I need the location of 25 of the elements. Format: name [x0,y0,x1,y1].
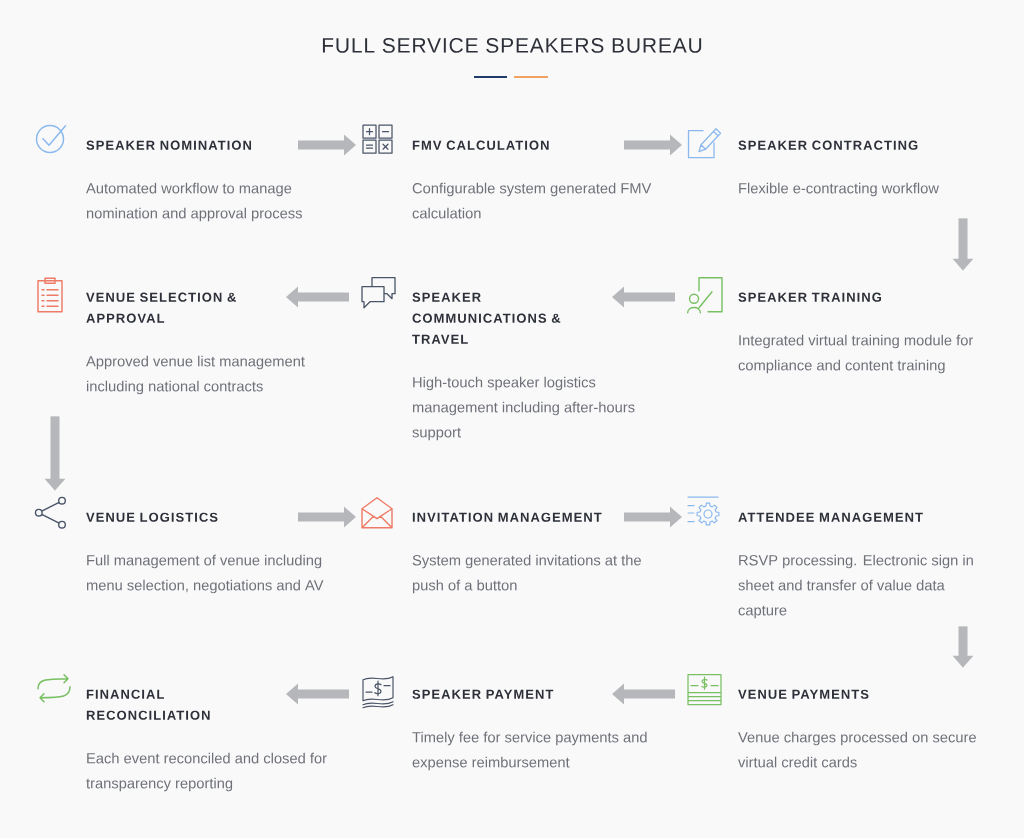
step-title: SPEAKER COMMUNICATIONS & TRAVEL [412,292,561,344]
step-description: System generated invitations at the push of a button [412,554,641,594]
step-title: VENUE PAYMENTS [738,689,869,699]
step-title: VENUE LOGISTICS [86,512,218,522]
step-description: Each event reconciled and closed for transparency reporting [86,752,327,792]
step-title: FMV CALCULATION [412,140,549,150]
step-title: FINANCIAL RECONCILIATION [86,689,210,720]
step-description: Timely fee for service payments and expense reimbursement [412,731,647,771]
step-title: SPEAKER CONTRACTING [738,140,918,150]
step-title: INVITATION MANAGEMENT [412,512,602,522]
step-description: Flexible e-contracting workflow [739,182,939,197]
step-description: Approved venue list management including national contracts [86,355,305,395]
step-title: SPEAKER PAYMENT [412,689,554,699]
step-description: Venue charges processed on secure virtual credit cards [738,731,976,768]
title: FULL SERVICE SPEAKERS BUREAU [322,37,702,53]
step-title: SPEAKER TRAINING [738,292,882,302]
step-description: Configurable system generated FMV calculation [412,182,652,219]
step-title: ATTENDEE MANAGEMENT [738,512,923,522]
step-title: VENUE SELECTION & APPROVAL [86,292,236,323]
step-description: Integrated virtual training module for compliance and content training [738,334,974,374]
step-description: High-touch speaker logistics management including after-hours support [412,376,635,441]
step-description: Full management of venue including menu selection, negotiations and AV [87,554,324,594]
step-title: SPEAKER NOMINATION [86,140,252,150]
step-description: Automated workflow to manage nomination and approval process [86,182,302,222]
step-description: RSVP processing. Electronic sign in sheet and transfer of value data capture [738,554,973,619]
